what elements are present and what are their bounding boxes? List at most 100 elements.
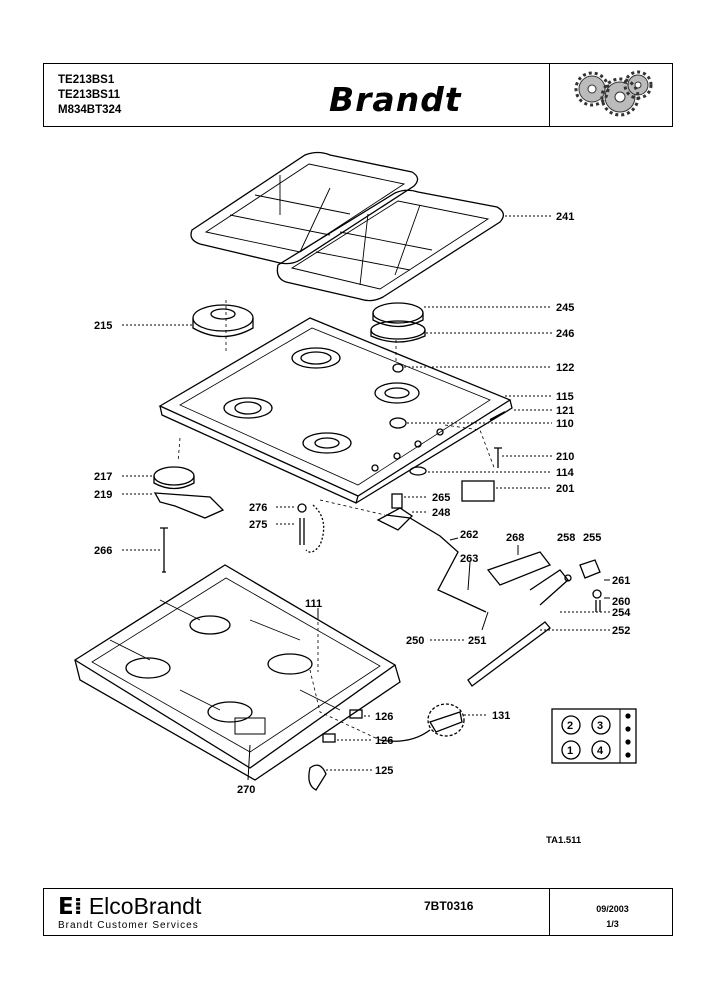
model-number: M834BT324 <box>58 104 122 116</box>
pin <box>160 527 168 573</box>
callout: 265 <box>404 492 450 504</box>
model-number: TE213BS11 <box>58 89 121 101</box>
burner-number: 1 <box>567 745 573 757</box>
burner-number: 4 <box>597 745 604 757</box>
part-number: 115 <box>556 391 574 403</box>
document-reference: 7BT0316 <box>424 899 474 913</box>
part-number: 254 <box>612 607 631 619</box>
callout: 111 <box>305 598 322 618</box>
burner-position-key: 2 3 1 4 <box>551 708 637 764</box>
part-number: 241 <box>556 211 574 223</box>
part-number: 266 <box>94 545 112 557</box>
callout: 217 <box>94 471 152 483</box>
knob-dot <box>625 739 631 745</box>
part-number: 246 <box>556 328 574 340</box>
callout: 210 <box>502 451 574 463</box>
callout: 250 <box>406 635 464 647</box>
callout: 110 <box>407 418 574 430</box>
callout: 245 <box>424 302 574 314</box>
part-number: 121 <box>556 405 574 417</box>
part-number: 270 <box>237 784 255 796</box>
hob-top-plate <box>158 317 513 504</box>
part-number: 255 <box>583 532 601 544</box>
part-number: 248 <box>432 507 450 519</box>
gears-icon <box>574 70 653 117</box>
part-number: 131 <box>492 710 510 722</box>
part-number: 110 <box>556 418 574 430</box>
drawing-code: TA1.511 <box>546 835 582 846</box>
callout: 268 <box>506 532 524 555</box>
pan-support-grid <box>190 151 504 302</box>
date-box: 09/2003 1/3 <box>549 888 675 936</box>
bracket <box>153 492 225 519</box>
model-list: TE213BS1 TE213BS11 M834BT324 <box>58 73 121 118</box>
burner-cap-large <box>192 304 254 338</box>
callout: 131 <box>464 710 510 722</box>
valve-block <box>486 551 552 586</box>
part-number: 252 <box>612 625 630 637</box>
document-date: 09/2003 <box>596 904 629 914</box>
eb-logo-icon: E⁞ <box>58 894 83 920</box>
callout: 261 <box>604 575 630 587</box>
part-number: 217 <box>94 471 112 483</box>
service-name: Brandt Customer Services <box>58 920 199 931</box>
callout: 248 <box>412 507 450 519</box>
callout: 255 <box>583 532 601 544</box>
callout: 219 <box>94 489 152 501</box>
part-number: 268 <box>506 532 524 544</box>
burner-cap-small <box>153 466 195 490</box>
callout: 126 <box>364 711 393 723</box>
part-number: 245 <box>556 302 574 314</box>
knob-dot <box>625 726 631 732</box>
page-number: 1/3 <box>606 919 619 929</box>
callout: 125 <box>326 765 393 777</box>
callout: 275 <box>249 519 296 531</box>
base-tray <box>73 564 401 781</box>
part-number: 122 <box>556 362 574 374</box>
callout: 263 <box>460 553 478 591</box>
clip <box>308 764 327 791</box>
part-number: 125 <box>375 765 393 777</box>
part-number: 126 <box>375 735 393 747</box>
knob-dot <box>625 752 631 758</box>
callout: 246 <box>426 328 574 340</box>
spring <box>494 447 502 468</box>
part-number: 265 <box>432 492 450 504</box>
callout: 241 <box>505 211 574 223</box>
callout: 266 <box>94 545 160 557</box>
callout: 201 <box>496 483 574 495</box>
callout: 258 <box>557 532 575 544</box>
knob-dot <box>625 713 631 719</box>
valve-body <box>391 493 403 509</box>
callout: 270 <box>237 744 255 796</box>
callout: 260 <box>604 596 630 608</box>
knob-seal <box>409 466 427 476</box>
callout: 215 <box>94 320 192 332</box>
burner-number: 3 <box>597 720 603 732</box>
part-number: 260 <box>612 596 630 608</box>
callout: 121 <box>514 405 574 417</box>
mounting-rail <box>467 621 551 687</box>
company-logo: E⁞ ElcoBrandt <box>58 893 201 920</box>
part-number: 111 <box>305 598 322 610</box>
part-number: 210 <box>556 451 574 463</box>
part-number: 275 <box>249 519 267 531</box>
callout: 254 <box>560 607 631 619</box>
part-number: 215 <box>94 320 112 332</box>
part-number: 126 <box>375 711 393 723</box>
spark-generator <box>461 480 495 502</box>
callout: 122 <box>404 362 574 374</box>
callout: 114 <box>428 467 575 479</box>
company-prefix: Elco <box>88 893 134 919</box>
callout: 126 <box>337 735 393 747</box>
callout: 251 <box>468 611 489 647</box>
burner-cap-medium <box>370 302 426 343</box>
part-number: 219 <box>94 489 112 501</box>
part-number: 276 <box>249 502 267 514</box>
callout: 262 <box>449 529 478 541</box>
part-number: 263 <box>460 553 478 565</box>
part-number: 250 <box>406 635 424 647</box>
logo-box <box>549 63 675 127</box>
burner-number: 2 <box>567 720 573 732</box>
